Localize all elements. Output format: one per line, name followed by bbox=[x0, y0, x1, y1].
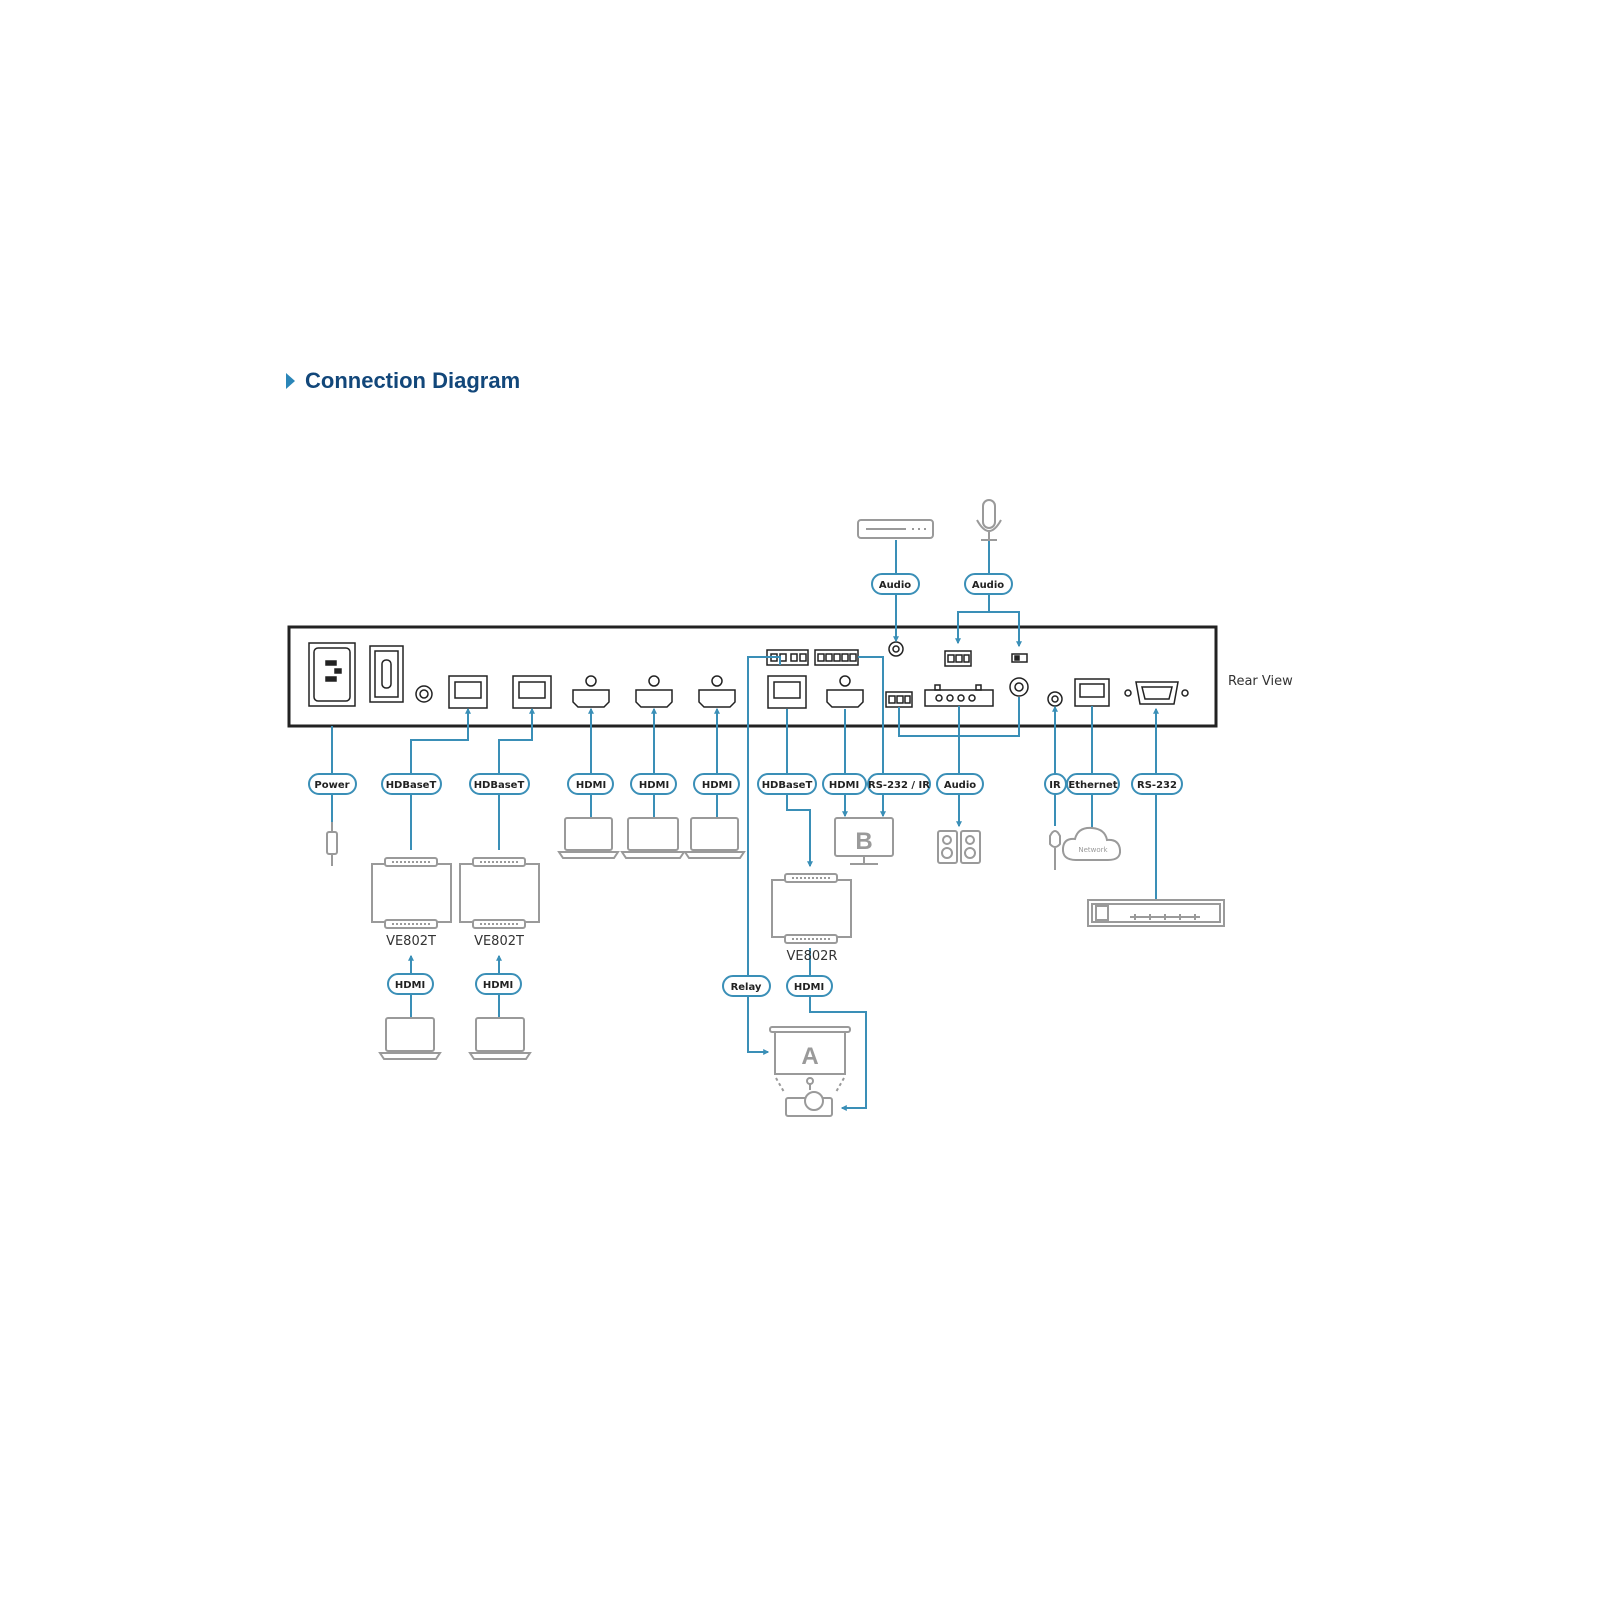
label-tx-hdmi-1: HDMI bbox=[387, 973, 434, 995]
network-label: Network bbox=[1078, 846, 1108, 854]
label-audio-top-1: Audio bbox=[871, 573, 920, 595]
transmitter-1-label: VE802T bbox=[386, 934, 436, 949]
svg-text:HDMI: HDMI bbox=[702, 780, 732, 791]
receiver-label: VE802R bbox=[787, 949, 838, 964]
label-hdmi-in-1: HDMI bbox=[567, 773, 614, 795]
svg-text:Ethernet: Ethernet bbox=[1068, 780, 1117, 791]
svg-text:Audio: Audio bbox=[879, 580, 911, 591]
laptop-icon bbox=[557, 817, 620, 859]
svg-text:RS-232 / IR: RS-232 / IR bbox=[868, 780, 930, 791]
svg-text:HDMI: HDMI bbox=[794, 982, 824, 993]
label-audio-out: Audio bbox=[936, 773, 984, 795]
mic-input-jack bbox=[1009, 677, 1029, 697]
transmitter-2-label: VE802T bbox=[474, 934, 524, 949]
connection-labels: Power HDBaseT HDBaseT HDMI HDMI HDMI HDB… bbox=[308, 573, 1183, 997]
label-power: Power bbox=[308, 773, 357, 795]
laptop-icon bbox=[378, 1017, 442, 1060]
audio-player-icon bbox=[857, 519, 934, 539]
connector-lines bbox=[331, 540, 1159, 1111]
label-hdmi-out: HDMI bbox=[822, 773, 867, 795]
laptop-icon bbox=[683, 817, 746, 859]
title-arrow-icon bbox=[286, 373, 295, 389]
speakers-icon bbox=[937, 830, 981, 864]
svg-text:HDBaseT: HDBaseT bbox=[386, 780, 437, 791]
hdbaset-output-port bbox=[767, 675, 807, 709]
projector-icon bbox=[775, 1077, 845, 1117]
transmitter-2 bbox=[459, 857, 540, 929]
control-system-icon bbox=[1087, 899, 1225, 927]
rear-panel bbox=[287, 625, 1218, 728]
cloud-icon bbox=[1061, 826, 1122, 861]
projection-screen-icon bbox=[769, 1026, 851, 1075]
hdmi-input-port-1 bbox=[572, 675, 610, 708]
ir-sensor-icon bbox=[1049, 830, 1061, 870]
label-rs232-ir: RS-232 / IR bbox=[867, 773, 931, 795]
svg-text:HDMI: HDMI bbox=[395, 980, 425, 991]
power-cord-icon bbox=[326, 822, 338, 866]
label-tx-hdmi-2: HDMI bbox=[475, 973, 522, 995]
display-b-label: B bbox=[855, 828, 872, 855]
laptop-icon bbox=[468, 1017, 532, 1060]
receiver bbox=[771, 873, 852, 944]
devices bbox=[326, 499, 1225, 1117]
label-ir: IR bbox=[1044, 773, 1067, 795]
label-hdbaset-1: HDBaseT bbox=[381, 773, 442, 795]
hdmi-output-port bbox=[826, 675, 864, 708]
power-switch bbox=[369, 645, 404, 703]
label-rx-hdmi: HDMI bbox=[786, 975, 833, 997]
svg-text:Power: Power bbox=[314, 780, 349, 791]
svg-text:HDMI: HDMI bbox=[829, 780, 859, 791]
device-captions: VE802T VE802T VE802R B A Network bbox=[386, 828, 1108, 1070]
hdmi-input-port-3 bbox=[698, 675, 736, 708]
label-hdbaset-out: HDBaseT bbox=[757, 773, 817, 795]
label-hdmi-in-3: HDMI bbox=[693, 773, 740, 795]
svg-text:Audio: Audio bbox=[972, 580, 1004, 591]
svg-text:HDMI: HDMI bbox=[576, 780, 606, 791]
label-relay: Relay bbox=[722, 975, 771, 997]
ground-terminal bbox=[415, 685, 433, 703]
hdmi-input-port-2 bbox=[635, 675, 673, 708]
microphone-icon bbox=[976, 499, 1002, 541]
svg-text:HDBaseT: HDBaseT bbox=[474, 780, 525, 791]
svg-text:HDMI: HDMI bbox=[639, 780, 669, 791]
svg-text:HDMI: HDMI bbox=[483, 980, 513, 991]
label-ethernet: Ethernet bbox=[1066, 773, 1120, 795]
rs232-port bbox=[1124, 681, 1189, 705]
page-title: Connection Diagram bbox=[305, 368, 521, 393]
svg-text:RS-232: RS-232 bbox=[1137, 780, 1177, 791]
label-rs232: RS-232 bbox=[1131, 773, 1183, 795]
label-hdmi-in-2: HDMI bbox=[630, 773, 677, 795]
power-inlet-port bbox=[308, 642, 356, 707]
laptop-icon bbox=[620, 817, 686, 859]
display-a-label: A bbox=[801, 1043, 818, 1070]
monitor-icon bbox=[834, 817, 894, 865]
rear-view-label: Rear View bbox=[1228, 674, 1293, 689]
mic-terminal-block bbox=[944, 650, 972, 667]
transmitter-1 bbox=[371, 857, 452, 929]
svg-text:Audio: Audio bbox=[944, 780, 976, 791]
label-hdbaset-2: HDBaseT bbox=[469, 773, 530, 795]
svg-text:IR: IR bbox=[1049, 780, 1061, 791]
dip-switch bbox=[1011, 653, 1028, 663]
svg-text:HDBaseT: HDBaseT bbox=[762, 780, 813, 791]
label-audio-top-2: Audio bbox=[964, 573, 1013, 595]
section-title: Connection Diagram bbox=[286, 368, 520, 394]
svg-text:Relay: Relay bbox=[731, 982, 762, 993]
